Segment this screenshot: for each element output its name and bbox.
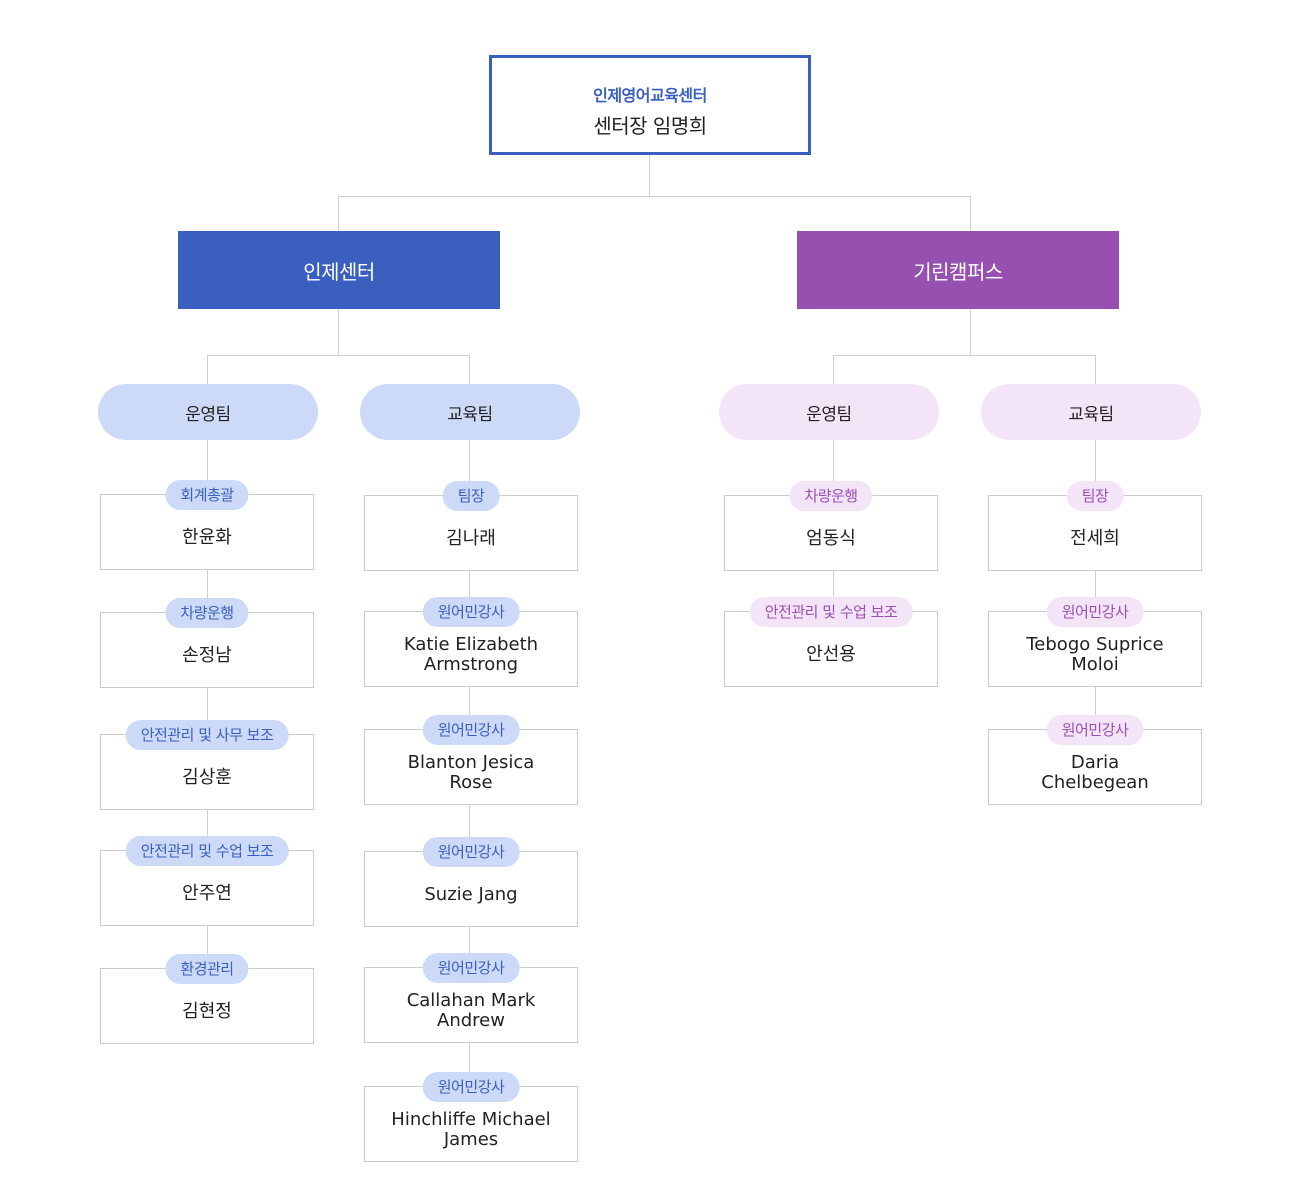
connector-line <box>649 155 650 196</box>
member-name: 안주연 <box>182 883 232 904</box>
member-name: Blanton Jesica Rose <box>407 752 535 793</box>
connector-line <box>970 309 971 355</box>
team-girin-education: 교육팀 <box>981 384 1201 440</box>
member-name: Katie Elizabeth Armstrong <box>403 634 539 675</box>
connector-line <box>970 196 971 231</box>
member-card: 원어민강사 Blanton Jesica Rose <box>364 715 578 805</box>
role-badge: 원어민강사 <box>422 715 520 745</box>
member-card: 차량운행 엄동식 <box>724 481 938 571</box>
role-badge: 원어민강사 <box>422 1072 520 1102</box>
connector-line <box>338 196 339 231</box>
member-card: 원어민강사 Daria Chelbegean <box>988 715 1202 805</box>
role-badge: 차량운행 <box>789 481 873 511</box>
member-card: 회계총괄 한윤화 <box>100 480 314 570</box>
member-card: 팀장 김나래 <box>364 481 578 571</box>
member-name: 안선용 <box>806 644 856 665</box>
connector-line <box>833 355 834 384</box>
role-badge: 차량운행 <box>165 598 249 628</box>
member-name: Suzie Jang <box>424 884 518 905</box>
role-badge: 원어민강사 <box>1046 597 1144 627</box>
role-badge: 팀장 <box>1066 481 1124 511</box>
member-name: Callahan Mark Andrew <box>406 990 536 1031</box>
connector-line <box>207 355 208 384</box>
role-badge: 원어민강사 <box>1046 715 1144 745</box>
team-inje-education: 교육팀 <box>360 384 580 440</box>
team-inje-operations: 운영팀 <box>98 384 318 440</box>
connector-line <box>338 309 339 355</box>
center-girin: 기린캠퍼스 <box>797 231 1119 309</box>
connector-line <box>1095 355 1096 384</box>
member-name: 손정남 <box>182 645 232 666</box>
member-name: Tebogo Suprice Moloi <box>1026 634 1164 675</box>
member-card: 원어민강사 Suzie Jang <box>364 837 578 927</box>
member-card: 원어민강사 Callahan Mark Andrew <box>364 953 578 1043</box>
center-inje: 인제센터 <box>178 231 500 309</box>
member-card: 안전관리 및 수업 보조 안주연 <box>100 836 314 926</box>
role-badge: 원어민강사 <box>422 597 520 627</box>
member-card: 원어민강사 Katie Elizabeth Armstrong <box>364 597 578 687</box>
connector-line <box>207 355 470 356</box>
role-badge: 안전관리 및 수업 보조 <box>125 836 289 866</box>
member-card: 원어민강사 Hinchliffe Michael James <box>364 1072 578 1162</box>
connector-line <box>1095 440 1096 735</box>
director-name: 센터장 임명희 <box>593 114 707 138</box>
member-card: 안전관리 및 사무 보조 김상훈 <box>100 720 314 810</box>
root-node: 인제영어교육센터 센터장 임명희 <box>489 55 811 155</box>
team-girin-operations: 운영팀 <box>719 384 939 440</box>
connector-line <box>338 196 971 197</box>
member-card: 팀장 전세희 <box>988 481 1202 571</box>
member-card: 환경관리 김현정 <box>100 954 314 1044</box>
member-card: 원어민강사 Tebogo Suprice Moloi <box>988 597 1202 687</box>
role-badge: 팀장 <box>442 481 500 511</box>
member-name: 김현정 <box>182 1001 232 1022</box>
center-label: 인제센터 <box>303 259 375 284</box>
member-name: 한윤화 <box>182 527 232 548</box>
team-label: 운영팀 <box>806 404 852 425</box>
team-label: 교육팀 <box>447 404 493 425</box>
center-label: 기린캠퍼스 <box>913 259 1003 284</box>
role-badge: 원어민강사 <box>422 837 520 867</box>
role-badge: 원어민강사 <box>422 953 520 983</box>
org-name: 인제영어교육센터 <box>593 86 707 105</box>
member-card: 안전관리 및 수업 보조 안선용 <box>724 597 938 687</box>
connector-line <box>469 355 470 384</box>
role-badge: 회계총괄 <box>165 480 249 510</box>
team-label: 운영팀 <box>185 404 231 425</box>
role-badge: 환경관리 <box>165 954 249 984</box>
member-name: 김상훈 <box>182 767 232 788</box>
member-name: 김나래 <box>446 528 496 549</box>
member-name: 전세희 <box>1070 528 1120 549</box>
member-name: Hinchliffe Michael James <box>391 1109 551 1150</box>
connector-line <box>207 440 208 970</box>
connector-line <box>833 355 1096 356</box>
member-card: 차량운행 손정남 <box>100 598 314 688</box>
role-badge: 안전관리 및 수업 보조 <box>749 597 913 627</box>
member-name: 엄동식 <box>806 528 856 549</box>
team-label: 교육팀 <box>1068 404 1114 425</box>
role-badge: 안전관리 및 사무 보조 <box>125 720 289 750</box>
member-name: Daria Chelbegean <box>1041 752 1149 793</box>
